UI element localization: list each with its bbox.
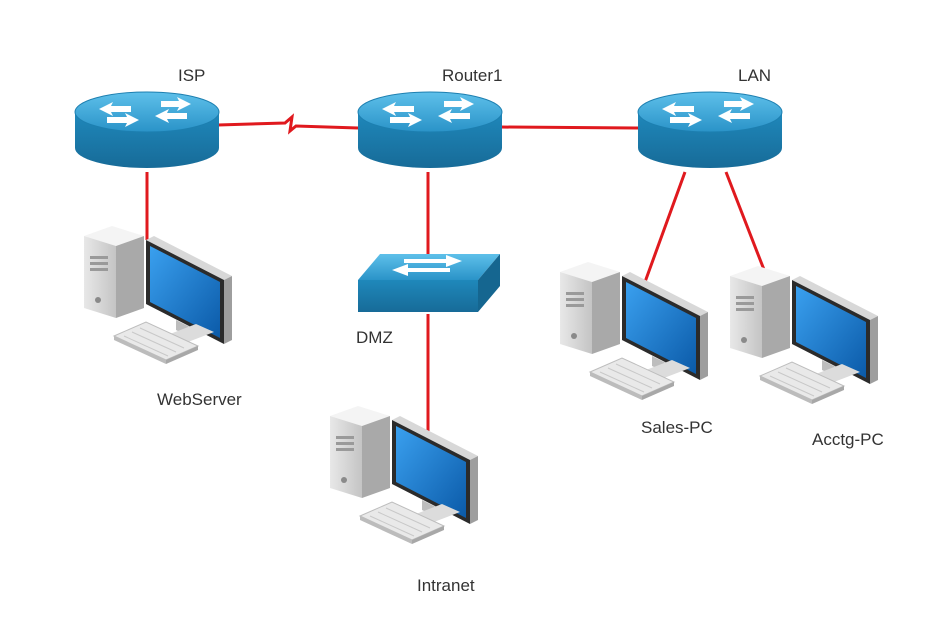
sales-pc-icon[interactable]	[559, 261, 709, 401]
intranet-pc-icon[interactable]	[329, 405, 479, 545]
dmz-switch-icon[interactable]	[358, 254, 500, 312]
lan-router-icon[interactable]	[637, 91, 783, 169]
lan-label: LAN	[738, 66, 772, 85]
link-lan-salespc	[643, 171, 687, 283]
webserver-label: WebServer	[157, 390, 242, 409]
intranet-label: Intranet	[417, 576, 475, 595]
webserver-pc-icon[interactable]	[83, 225, 233, 365]
router1-router-icon[interactable]	[357, 91, 503, 169]
link-isp-router1-serial	[217, 113, 359, 135]
link-layer	[145, 113, 770, 436]
link-lan-acctgpc	[724, 171, 770, 281]
sales-pc-label: Sales-PC	[641, 418, 713, 437]
router1-label: Router1	[442, 66, 503, 85]
link-router1-lan	[499, 125, 641, 130]
acctg-pc-icon[interactable]	[729, 265, 879, 405]
acctg-pc-label: Acctg-PC	[812, 430, 884, 449]
dmz-label: DMZ	[356, 328, 393, 347]
isp-label: ISP	[178, 66, 206, 85]
isp-router-icon[interactable]	[74, 91, 220, 169]
